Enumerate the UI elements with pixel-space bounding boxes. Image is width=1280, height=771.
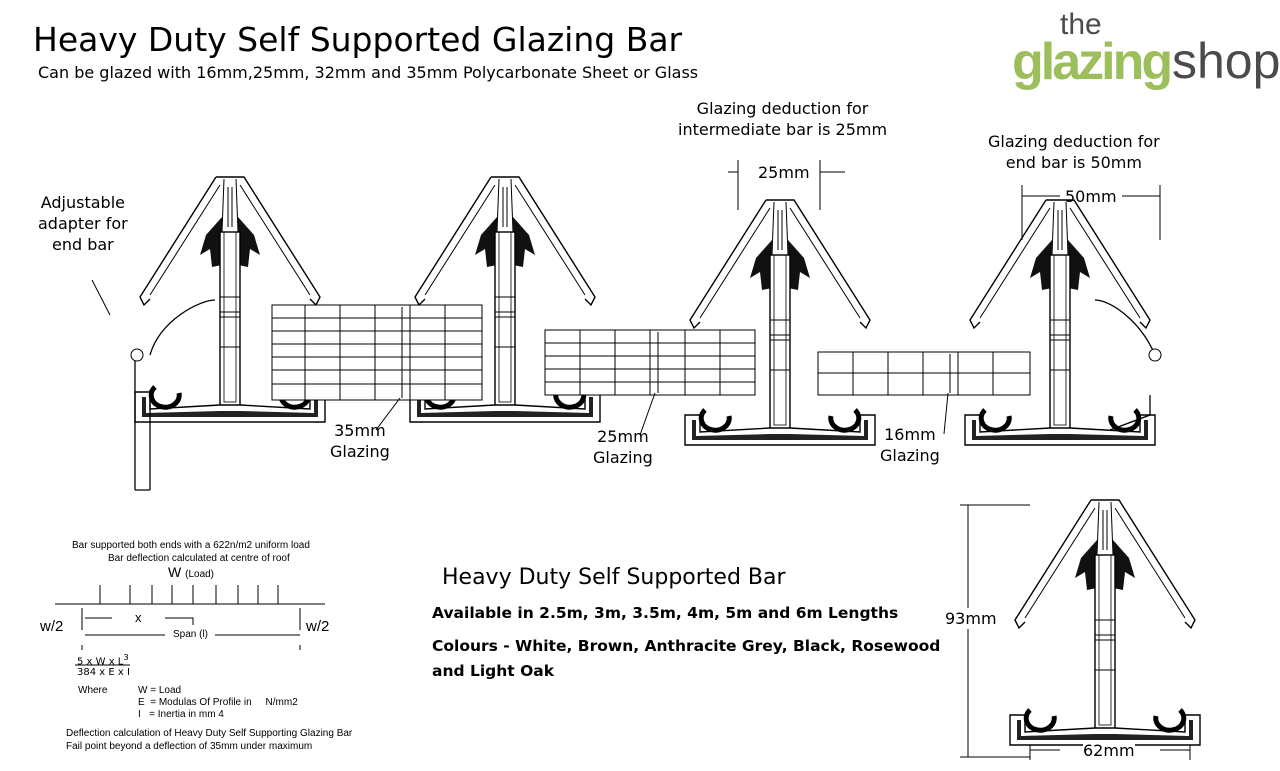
dim-25mm: 25mm — [758, 163, 810, 182]
calc-footer1: Deflection calculation of Heavy Duty Sel… — [66, 728, 353, 739]
right-end-hinge — [1148, 348, 1162, 362]
glazing-panel-35mm — [271, 304, 483, 401]
i-definition: I = Inertia in mm 4 — [138, 709, 224, 720]
end-bar-right — [965, 200, 1155, 445]
load-diagram — [55, 585, 325, 666]
calc-span: Span (l) — [173, 629, 209, 640]
product-colours-1: Colours - White, Brown, Anthracite Grey,… — [432, 637, 941, 655]
right-end-adapter — [1094, 299, 1156, 431]
product-lengths: Available in 2.5m, 3m, 3.5m, 4m, 5m and … — [432, 604, 899, 622]
glazing-panel-16mm — [817, 351, 1031, 396]
logo-glazing: glazing — [1012, 33, 1173, 91]
logo: the glazing shop — [1010, 8, 1280, 93]
calc-load: W (Load) — [168, 564, 215, 580]
glazing-panel-25mm — [544, 329, 756, 396]
calc-footer2: Fail point beyond a deflection of 35mm u… — [66, 741, 313, 752]
left-end-hinge — [130, 348, 144, 362]
logo-the: the — [1060, 8, 1102, 41]
formula-denominator: 384 x E x I — [77, 667, 130, 678]
where-label: Where — [78, 685, 108, 696]
dim-62mm: 62mm — [1083, 740, 1135, 761]
formula-numerator: 5 x W x L3 — [77, 652, 129, 668]
dim-50mm: 50mm — [1065, 187, 1117, 206]
detail-bar — [1010, 500, 1200, 745]
reaction-left: w/2 — [40, 618, 64, 635]
page-title: Heavy Duty Self Supported Glazing Bar — [33, 20, 683, 59]
product-heading: Heavy Duty Self Supported Bar — [442, 565, 786, 590]
dim-93mm: 93mm — [945, 608, 997, 629]
calc-line2: Bar deflection calculated at centre of r… — [108, 553, 290, 564]
w-definition: W = Load — [138, 685, 182, 696]
e-definition: E = Modulas Of Profile in N/mm2 — [138, 697, 298, 708]
left-end-adapter — [134, 299, 216, 491]
reaction-right: w/2 — [306, 618, 330, 635]
logo-shop: shop — [1172, 33, 1280, 89]
intermediate-bar-2 — [685, 200, 875, 445]
calc-line1: Bar supported both ends with a 622n/m2 u… — [72, 540, 310, 551]
page-subtitle: Can be glazed with 16mm,25mm, 32mm and 3… — [38, 63, 699, 82]
product-colours-2: and Light Oak — [432, 662, 555, 680]
calc-x: x — [135, 610, 142, 625]
dimension-lines — [91, 160, 1191, 760]
